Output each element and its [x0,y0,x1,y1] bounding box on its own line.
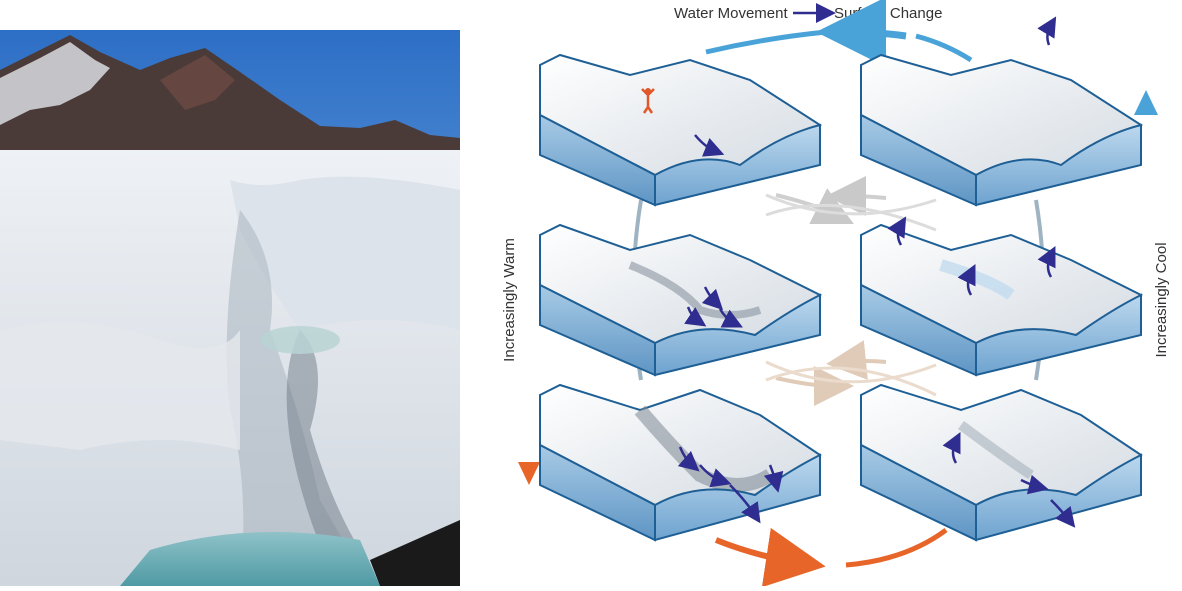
crossing-arrow-2b [826,340,887,380]
cool-axis-label: Increasingly Cool [1153,242,1170,357]
water-arrow [887,216,907,246]
ice-ridge [230,176,460,330]
bottom-cycle-arrow [714,527,826,588]
snow-drift [0,322,240,450]
crossing-curve-1b [765,193,937,216]
water-arrow [1037,16,1057,46]
crossing-arrow-2a [775,365,854,406]
top-cycle-arc-right [915,33,973,63]
water-arrow [684,306,707,327]
diagram-svg: Water Movement Surface Change Increasing… [501,0,1170,588]
warm-axis-arrowhead [518,462,540,485]
water-arrow [763,464,784,493]
bottom-cycle-arc [845,527,948,568]
water-arrow [694,134,725,157]
water-arrow [1050,499,1076,528]
melt-channel-texture [958,420,1034,480]
meltwater-lake [120,532,380,586]
upper-meltwater-pond [260,326,340,354]
melt-channel-texture [634,405,774,492]
crossing-curve-2b [765,360,937,384]
warm-axis-label: Increasingly Warm [501,238,518,362]
person-head [645,88,651,94]
water-arrow [699,464,732,488]
block-warm-3 [539,383,822,542]
block-warm-2 [539,223,823,377]
mountain-ridge [160,55,235,110]
block-warm-1 [539,53,823,207]
block-cool-2 [860,216,1144,377]
water-arrow [1037,246,1056,278]
surface-change-diagram: Water Movement Surface Change Increasing… [466,0,1182,588]
window-frame [370,520,460,586]
water-arrow [942,432,961,464]
crossing-arrow-1b [826,176,887,217]
channel-shadow [286,330,360,570]
mountain-snow [0,42,110,125]
glacier-photograph [0,30,460,586]
water-arrow [718,308,743,328]
mountain-range [0,35,460,165]
water-arrow [701,286,724,311]
melt-channel [226,210,360,586]
legend-water-movement: Water Movement [674,5,788,22]
top-cycle-arrow [816,0,907,68]
top-cycle-arc-left [705,29,827,55]
water-arrow [957,264,976,296]
water-arrow [729,484,761,524]
glacier-photo-svg [0,30,460,586]
legend-surface-change: Surface Change [834,5,942,22]
crossing-curve-1a [765,203,937,232]
block-cool-3 [860,383,1143,542]
water-arrow [677,446,700,472]
crossing-curve-2a [765,366,937,397]
block-cool-1 [860,16,1144,207]
refrozen-texture [939,259,1015,300]
water-arrow [1020,474,1049,495]
person-figure [641,88,655,114]
cool-axis-arrowhead [1134,90,1158,115]
